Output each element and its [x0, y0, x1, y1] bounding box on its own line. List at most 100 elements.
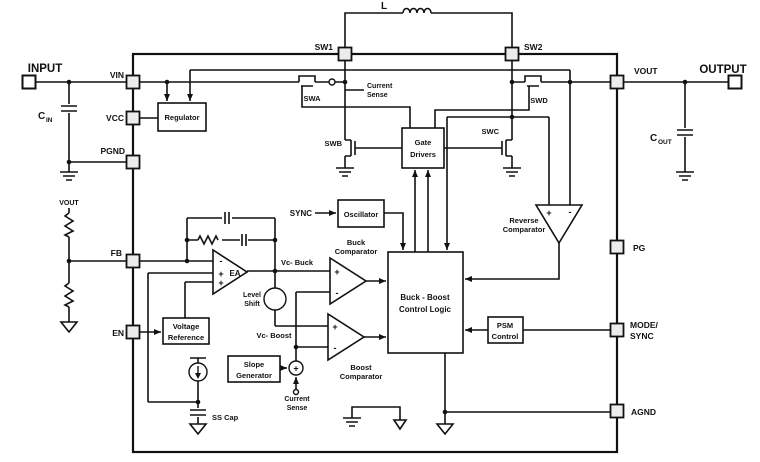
summing-plus-sign: +	[293, 364, 298, 374]
buck-comparator-label-2: Comparator	[335, 247, 378, 256]
ss-to-ea-wire	[147, 272, 213, 403]
current-sense-top-label-2: Sense	[367, 92, 388, 99]
reverse-comparator-label-1: Reverse	[509, 216, 538, 225]
oscillator-label: Oscillator	[344, 210, 379, 219]
pg-pin	[609, 239, 625, 255]
control-logic-block	[387, 251, 464, 354]
level-shift-label-1: Level	[243, 292, 261, 299]
control-logic-label-2: Control Logic	[399, 305, 452, 314]
junction-dots	[66, 79, 688, 415]
vc-boost-label: Vc- Boost	[256, 331, 292, 340]
boost-comparator-icon	[327, 312, 366, 362]
vin-pin	[125, 74, 141, 90]
vout-divider-label: VOUT	[59, 200, 79, 207]
error-amp-icon	[212, 248, 249, 296]
slope-generator-block	[227, 355, 281, 383]
output-label: OUTPUT	[699, 64, 746, 76]
inductor-coil-icon	[402, 7, 432, 14]
cin-label-sub: IN	[46, 117, 53, 124]
swc-label: SWC	[482, 127, 500, 136]
input-pad	[21, 74, 37, 90]
slope-generator-label-2: Generator	[236, 371, 272, 380]
ea-minus-sign: -	[220, 256, 223, 266]
vout-pin-label: VOUT	[634, 66, 658, 76]
input-wiring	[35, 81, 127, 172]
sw2-pin-label: SW2	[524, 42, 543, 52]
psm-control-label-2: Control	[492, 332, 519, 341]
buck-comparator-icon	[329, 256, 368, 306]
swc-ground-icon	[503, 167, 521, 177]
swd-label: SWD	[530, 96, 548, 105]
current-sense-tap-icon	[328, 78, 336, 86]
level-shift-label-2: Shift	[244, 301, 260, 308]
gate-drivers-block	[401, 127, 445, 169]
rev-comp-plus-sign: +	[546, 208, 551, 218]
vref-to-ea-wire	[184, 281, 213, 318]
rev-comp-minus-sign: -	[569, 207, 572, 217]
input-label: INPUT	[28, 63, 63, 75]
pg-pin-label: PG	[633, 243, 646, 253]
en-pin	[125, 324, 141, 340]
rev-comp-output	[465, 243, 560, 282]
cout-label: C	[650, 133, 657, 144]
current-source-arrowhead-icon	[195, 373, 201, 379]
logic-ground-icon	[435, 423, 455, 436]
inductor-loop-wire	[344, 12, 513, 47]
sw1-pin	[337, 46, 353, 62]
ramp-wiring	[295, 291, 330, 361]
ss-ground-icon	[188, 423, 208, 436]
output-pad	[727, 74, 743, 90]
buck-comparator-label-1: Buck	[347, 238, 366, 247]
cout-ground-icon	[676, 171, 694, 181]
reverse-comparator-label-2: Comparator	[503, 225, 546, 234]
vcc-pin-label: VCC	[106, 113, 124, 123]
boost-comparator-label-2: Comparator	[340, 372, 383, 381]
current-sense-top-label-1: Current	[367, 83, 393, 90]
current-sense-bottom-label-2: Sense	[287, 405, 308, 412]
gate-drivers-label-1: Gate	[415, 138, 432, 147]
sw2-pin	[504, 46, 520, 62]
sync-label: SYNC	[290, 209, 312, 218]
agnd-pin	[609, 403, 625, 419]
error-amp-label: EA	[229, 269, 240, 278]
fb-divider-wiring	[63, 208, 127, 322]
gate-drivers-label-2: Drivers	[410, 150, 436, 159]
vout-pin	[609, 74, 625, 90]
fb-pin-label: FB	[111, 248, 122, 258]
psm-control-block	[487, 316, 524, 344]
ea-plus-sign-2: +	[218, 278, 223, 288]
swa-fet-icon	[298, 75, 316, 87]
fb-divider-ground-icon	[59, 321, 79, 334]
pgnd-pin	[125, 154, 141, 170]
output-wiring	[624, 81, 729, 172]
current-sense-bottom-label-1: Current	[284, 396, 310, 403]
swb-fet-icon	[345, 139, 356, 157]
vc-buck-label: Vc- Buck	[281, 258, 314, 267]
buck-comp-minus-sign: -	[336, 288, 339, 298]
cout-label-sub: OUT	[658, 139, 672, 146]
sw2-branch-wiring	[447, 61, 610, 250]
psm-control-label-1: PSM	[497, 321, 513, 330]
ea-plus-sign-1: +	[218, 269, 223, 279]
tie-ground-hatched-icon	[343, 417, 361, 427]
mode-sync-pin-label-1: MODE/	[630, 320, 659, 330]
voltage-reference-label-1: Voltage	[173, 322, 200, 331]
current-sense-terminal-icon	[292, 388, 300, 396]
regulator-block	[157, 102, 207, 132]
soft-start-wiring	[190, 357, 206, 424]
boost-comp-minus-sign: -	[334, 343, 337, 353]
mode-sync-pin	[609, 322, 625, 338]
slope-generator-label-1: Slope	[244, 360, 264, 369]
boost-comparator-label-1: Boost	[350, 363, 372, 372]
swd-gate-route	[434, 86, 530, 128]
ss-cap-label: SS Cap	[212, 413, 239, 422]
en-pin-label: EN	[112, 328, 124, 338]
cin-label: C	[38, 111, 45, 122]
voltage-reference-label-2: Reference	[168, 333, 204, 342]
mode-sync-pin-label-2: SYNC	[630, 331, 654, 341]
tie-ground-triangle-icon	[392, 419, 408, 431]
agnd-pin-label: AGND	[631, 407, 656, 417]
agnd-wiring	[444, 353, 611, 424]
reverse-comparator-icon	[534, 204, 584, 245]
